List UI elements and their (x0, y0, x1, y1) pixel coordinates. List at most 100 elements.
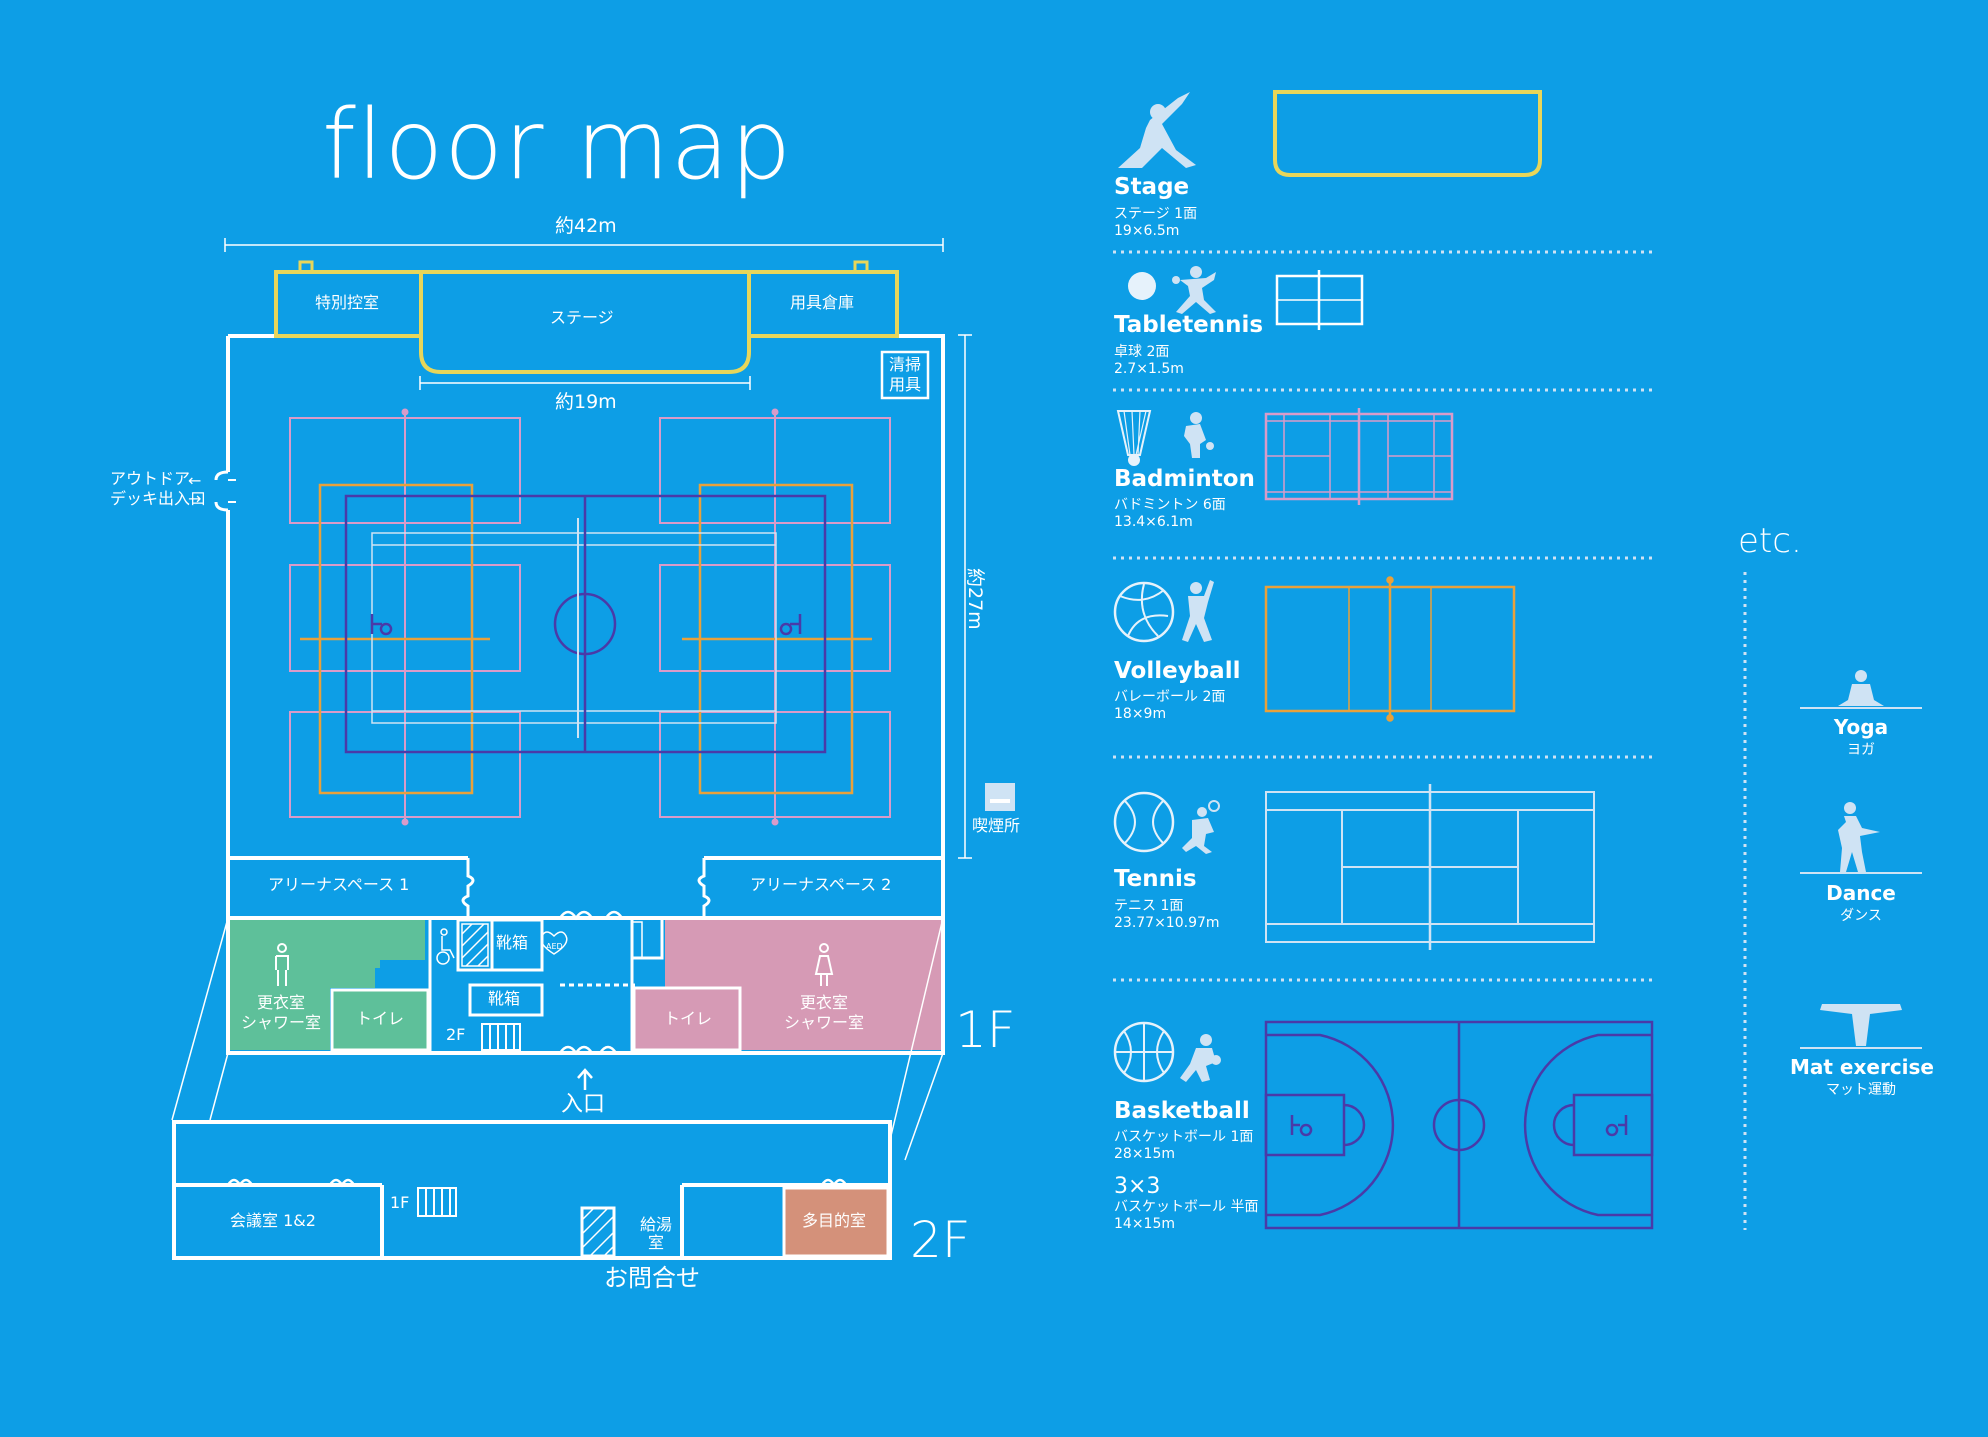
mat-exercise-sub: マット運動 (1826, 1082, 1896, 1098)
women-locker-label-2: シャワー室 (784, 1013, 865, 1032)
badminton-diagram (1264, 408, 1454, 505)
yoga-name: Yoga (1833, 715, 1889, 739)
sport-volleyball-sub1: バレーボール 2面 (1114, 689, 1226, 705)
kitchen-shaft (580, 1206, 616, 1258)
sport-tabletennis-sub2: 2.7×1.5m (1114, 361, 1184, 377)
men-locker-area (230, 920, 430, 1052)
women-toilet-label: トイレ (664, 1009, 713, 1028)
sport-basketball-sub2: 28×15m (1114, 1146, 1175, 1162)
men-locker-label-1: 更衣室 (257, 993, 306, 1012)
deck-entrance-label-2: デッキ出入口 (110, 489, 207, 508)
table-tennis-diagram (1275, 270, 1364, 330)
basketball-diagram (1264, 1020, 1654, 1230)
height-dimension: 約27m (964, 568, 986, 630)
smoking-label: 喫煙所 (972, 816, 1021, 835)
table-tennis-player-icon (1128, 266, 1216, 314)
stairs-to-2f-label: 2F (446, 1025, 466, 1044)
etc-label: etc. (1738, 521, 1802, 561)
mat-exercise-name: Mat exercise (1790, 1055, 1934, 1079)
women-locker-area (632, 920, 941, 1052)
dance-sub: ダンス (1840, 908, 1882, 924)
sport-badminton-sub2: 13.4×6.1m (1114, 514, 1193, 530)
aed-label: AED (546, 942, 563, 951)
sport-tabletennis-name: Tabletennis (1114, 312, 1264, 338)
floor-1f-plan (214, 238, 972, 1055)
storage-label: 用具倉庫 (790, 293, 855, 312)
sport-stage-sub2: 19×6.5m (1114, 223, 1180, 239)
badminton-player-icon (1116, 410, 1214, 466)
section-dividers (1113, 250, 1747, 1230)
width-dimension: 約42m (555, 215, 617, 237)
hatched-shafts (461, 921, 643, 967)
sport-tennis-name: Tennis (1114, 866, 1197, 892)
smoking-icon (985, 783, 1015, 811)
basketball-3x3-sub1: バスケットボール 半面 (1114, 1199, 1259, 1215)
perspective-lines (171, 917, 944, 1161)
arena-space-1-label: アリーナスペース 1 (268, 875, 410, 894)
arena-space-2-label: アリーナスペース 2 (750, 875, 892, 894)
mat-exercise-icon (1800, 1004, 1922, 1049)
tennis-court-overlay (371, 532, 777, 724)
dance-icon (1800, 802, 1922, 874)
sport-badminton-sub1: バドミントン 6面 (1114, 497, 1226, 513)
basketball-court-overlay (344, 494, 827, 754)
sport-stage-sub1: ステージ 1面 (1114, 206, 1198, 222)
special-room-label: 特別控室 (315, 293, 380, 312)
sport-volleyball-name: Volleyball (1114, 658, 1241, 684)
floor-2f-plan (172, 1120, 892, 1260)
sport-badminton-name: Badminton (1114, 466, 1255, 492)
basketball-3x3-sub2: 14×15m (1114, 1216, 1175, 1232)
page-title: floor map (322, 89, 793, 201)
dance-name: Dance (1826, 881, 1896, 905)
yoga-icon (1800, 670, 1922, 709)
aed-icon (540, 931, 568, 955)
inquiry-label: お問合せ (604, 1264, 700, 1292)
cleaning-label-2: 用具 (889, 375, 922, 394)
yoga-pose-icon (1118, 92, 1196, 168)
stairs-to-1f-label: 1F (390, 1193, 410, 1212)
shoe-box-label-2: 靴箱 (488, 989, 521, 1008)
stage-label: ステージ (550, 308, 614, 327)
basketball-player-icon (1113, 1021, 1221, 1083)
sport-basketball-sub1: バスケットボール 1面 (1114, 1129, 1254, 1145)
multi-purpose-room-label: 多目的室 (802, 1211, 867, 1230)
floor-2f-label: 2F (910, 1211, 971, 1269)
shoe-box-label-1: 靴箱 (496, 933, 529, 952)
sport-stage-name: Stage (1114, 174, 1190, 200)
yoga-sub: ヨガ (1847, 742, 1875, 758)
sport-tabletennis-sub1: 卓球 2面 (1114, 344, 1170, 360)
meeting-room-label: 会議室 1&2 (230, 1211, 316, 1230)
tennis-player-icon (1113, 791, 1220, 854)
floor-1f-label: 1F (955, 1001, 1016, 1059)
volleyball-diagram (1264, 576, 1516, 722)
multi-purpose-room (782, 1186, 890, 1258)
entrance-doors (558, 910, 624, 1090)
entrance-label: 入口 (561, 1092, 606, 1117)
kitchen-label-2: 室 (648, 1233, 665, 1252)
women-locker-label-1: 更衣室 (800, 993, 849, 1012)
men-toilet-label: トイレ (356, 1009, 405, 1028)
volleyball-courts-overlay (300, 483, 872, 795)
volleyball-player-icon (1113, 580, 1214, 643)
men-locker-icon (275, 943, 289, 986)
stage-width-dimension: 約19m (555, 391, 617, 413)
stairs-1f (481, 1023, 521, 1051)
men-locker-label-2: シャワー室 (241, 1013, 322, 1032)
stage-diagram (1273, 90, 1542, 177)
badminton-courts-overlay (289, 408, 891, 826)
women-locker-icon (814, 943, 834, 986)
sport-tennis-sub2: 23.77×10.97m (1114, 915, 1220, 931)
sport-basketball-name: Basketball (1114, 1098, 1250, 1124)
stairs-2f (417, 1187, 457, 1217)
tennis-diagram (1265, 784, 1595, 950)
basketball-3x3-name: 3×3 (1114, 1174, 1161, 1199)
sport-volleyball-sub2: 18×9m (1114, 706, 1167, 722)
deck-entrance-label-1: アウトドア (110, 469, 191, 488)
kitchen-label-1: 給湯 (640, 1215, 673, 1234)
deck-arrows-icon: ← → (188, 471, 202, 509)
sport-tennis-sub1: テニス 1面 (1114, 898, 1184, 914)
cleaning-label-1: 清掃 (889, 355, 922, 374)
accessible-toilet-icon (436, 928, 455, 965)
